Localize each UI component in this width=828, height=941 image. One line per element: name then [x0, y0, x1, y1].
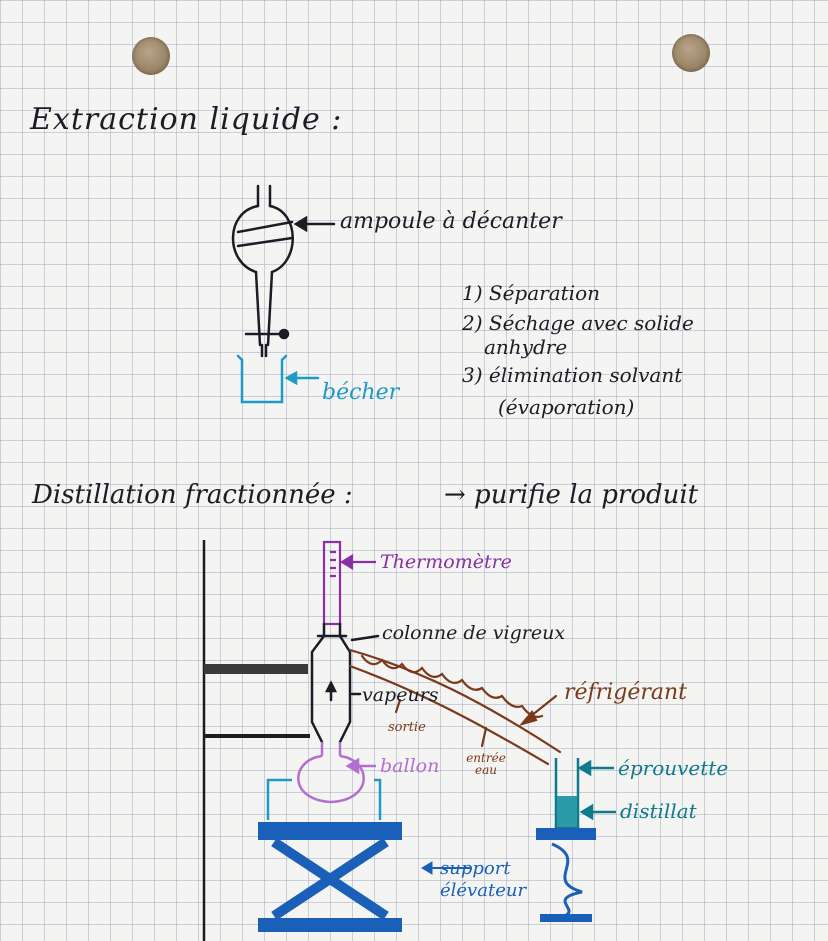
extraction-title: Extraction liquide :: [30, 102, 343, 137]
binder-hole-right: [672, 34, 710, 72]
thermometer-drawing: [322, 540, 376, 626]
beaker-label: bécher: [322, 380, 400, 405]
condenser-drawing: [348, 648, 562, 766]
distillation-title: Distillation fractionnée :: [32, 480, 353, 510]
distillation-purpose: → purifie la produit: [444, 480, 699, 510]
lab-jack-right-drawing: [421, 828, 596, 922]
funnel-label: ampoule à décanter: [340, 209, 562, 234]
beaker-drawing: [236, 354, 320, 404]
lab-jack-label: support élévateur: [440, 858, 527, 901]
step-2: 2) Séchage avec solide: [462, 311, 694, 335]
stand-drawing: [202, 540, 310, 941]
flask-drawing: [297, 742, 376, 804]
cylinder-label: éprouvette: [618, 756, 729, 780]
heating-bath-drawing: [266, 778, 382, 820]
graduated-cylinder-drawing: [554, 758, 616, 830]
distillate-label: distillat: [620, 799, 697, 823]
column-label: colonne de vigreux: [382, 622, 566, 644]
step-3: 3) élimination solvant: [462, 363, 683, 387]
lab-jack-left-drawing: [258, 822, 402, 932]
thermometer-label: Thermomètre: [380, 551, 512, 573]
binder-hole-left: [132, 37, 170, 75]
step-2-cont: anhydre: [484, 335, 568, 359]
flask-label: ballon: [380, 755, 440, 777]
step-1: 1) Séparation: [462, 281, 600, 305]
water-out-label: sortie: [388, 720, 426, 735]
step-3-cont: (évaporation): [498, 395, 635, 419]
vapours-label: vapeurs: [362, 684, 439, 706]
separatory-funnel-drawing: [231, 184, 336, 358]
water-in-label: entrée eau: [466, 751, 506, 777]
condenser-label: réfrigérant: [564, 680, 687, 705]
vigreux-column-drawing: [310, 622, 380, 744]
